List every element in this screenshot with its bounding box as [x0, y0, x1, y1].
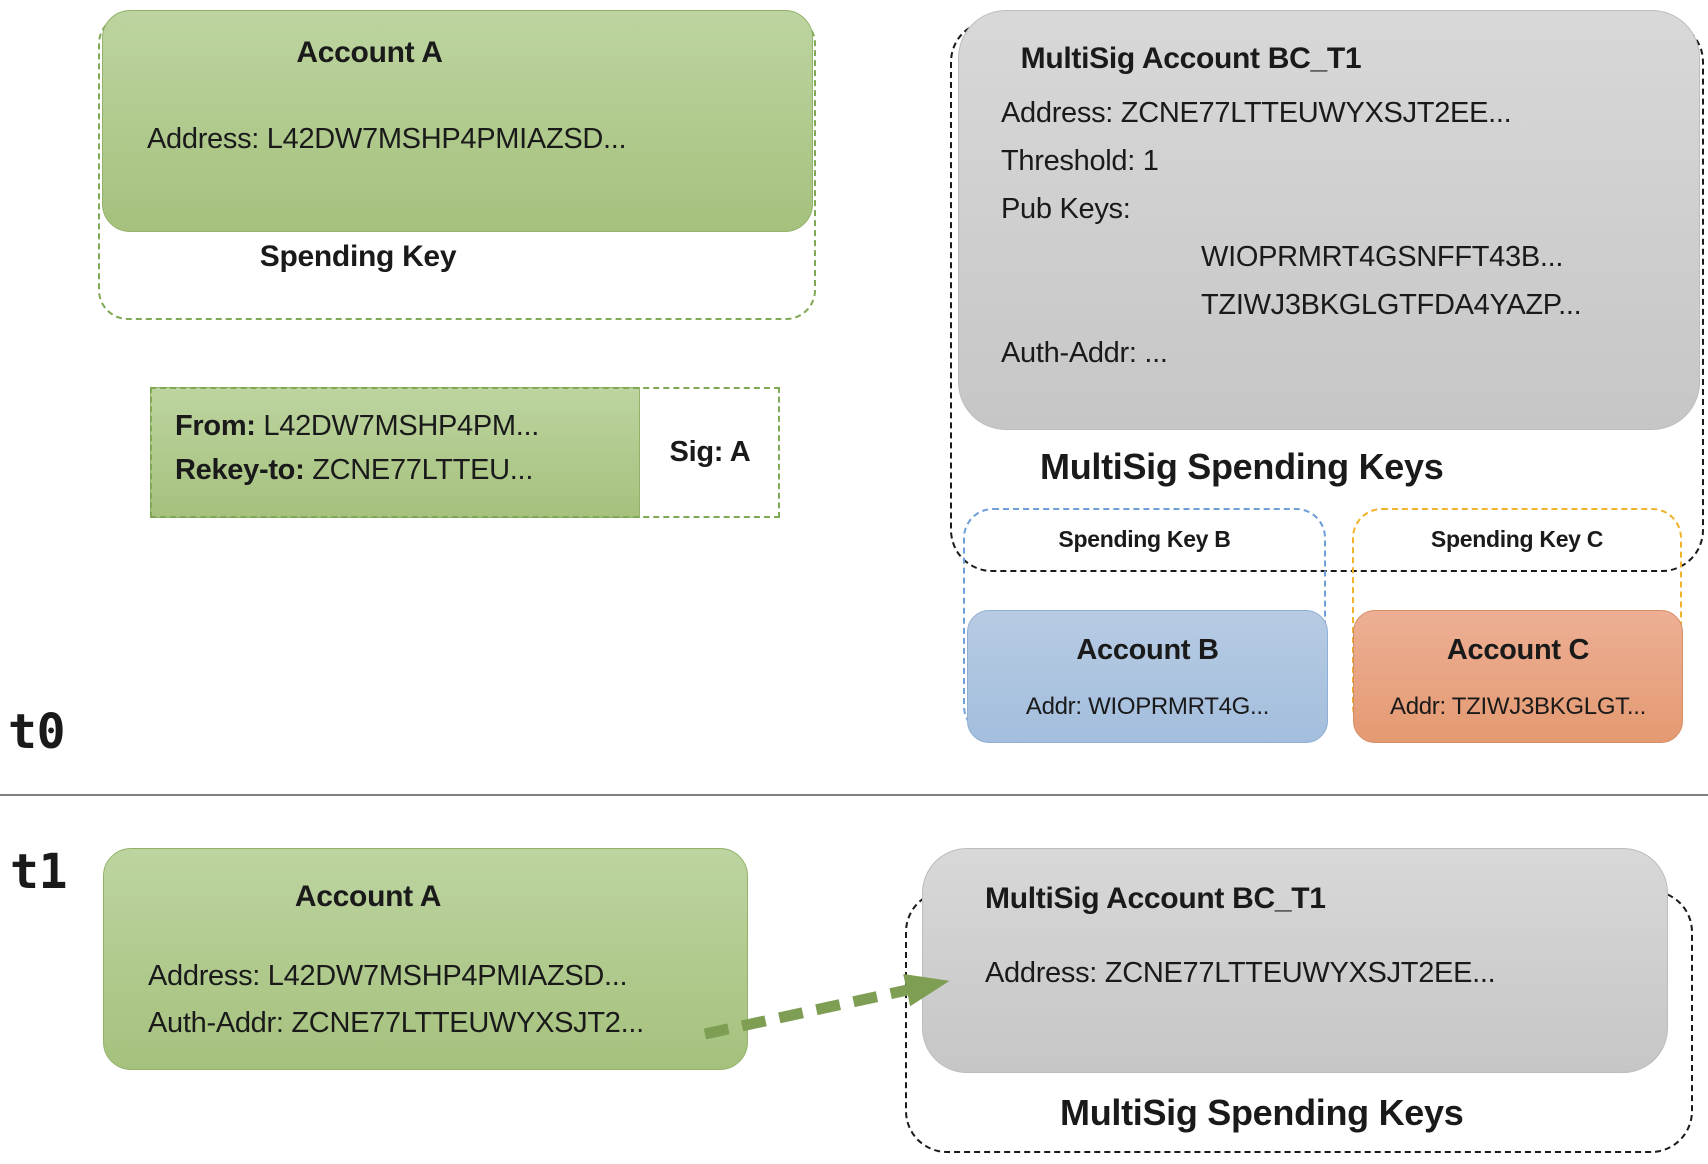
t1-multisig-title: MultiSig Account BC_T1: [985, 882, 1326, 915]
t1-account-a-title: Account A: [294, 880, 442, 913]
t0-time-label: t0: [8, 704, 66, 760]
rekey-arrow-line: [703, 974, 950, 1040]
t0-spending-key-c-label: Spending Key C: [1430, 526, 1604, 552]
t0-rekey-signature: Sig: A: [669, 436, 751, 468]
t0-rekey-from-line: From: L42DW7MSHP4PM...: [175, 404, 539, 448]
t0-multisig-threshold: Threshold: 1: [1001, 145, 1159, 177]
t0-account-b-title: Account B: [1076, 634, 1219, 666]
t0-rekey-transaction-dashed-outline: [150, 387, 780, 518]
t0-rekey-to-label: Rekey-to:: [175, 454, 305, 486]
t0-multisig-pub-key-1: WIOPRMRT4GSNFFT43B...: [1201, 241, 1564, 273]
t0-spending-key-b-label: Spending Key B: [1058, 526, 1231, 552]
t0-rekey-from-label: From:: [175, 410, 256, 442]
t0-multisig-account-box: MultiSig Account BC_T1 Address: ZCNE77LT…: [958, 10, 1700, 430]
t0-account-c-title: Account C: [1446, 634, 1590, 666]
t0-account-c-addr: Addr: TZIWJ3BKGLGT...: [1390, 693, 1646, 720]
t0-multisig-auth-addr: Auth-Addr: ...: [1001, 337, 1168, 369]
t0-account-b-addr: Addr: WIOPRMRT4G...: [1025, 693, 1270, 720]
t1-account-a-auth-addr: Auth-Addr: ZCNE77LTTEUWYXSJT2...: [148, 1007, 644, 1039]
t1-multisig-account-box: MultiSig Account BC_T1 Address: ZCNE77LT…: [922, 848, 1668, 1073]
t0-account-a-title-area: Account A Address: L42DW7MSHP4PMIAZSD...: [147, 35, 627, 163]
t0-multisig-pub-keys-label: Pub Keys:: [1001, 193, 1131, 225]
t0-multisig-pub-key-2: TZIWJ3BKGLGTFDA4YAZP...: [1201, 289, 1582, 321]
t0-account-c-box: Account C Addr: TZIWJ3BKGLGT...: [1353, 610, 1683, 743]
t1-account-a-address: Address: L42DW7MSHP4PMIAZSD...: [148, 960, 628, 992]
t1-time-label: t1: [10, 844, 68, 900]
t0-spending-key-label: Spending Key: [259, 240, 457, 273]
t0-rekey-to-value: ZCNE77LTTEU...: [304, 454, 534, 486]
t0-multisig-spending-keys-label: MultiSig Spending Keys: [1040, 446, 1444, 487]
timeline-divider: [0, 794, 1708, 796]
t0-account-b-box: Account B Addr: WIOPRMRT4G...: [967, 610, 1328, 743]
t0-rekey-transaction-text: From: L42DW7MSHP4PM... Rekey-to: ZCNE77L…: [175, 404, 539, 492]
t0-account-a-box: Account A Address: L42DW7MSHP4PMIAZSD...: [102, 10, 813, 232]
t1-account-a-box: Account A Address: L42DW7MSHP4PMIAZSD...…: [103, 848, 748, 1070]
t0-rekey-to-line: Rekey-to: ZCNE77LTTEU...: [175, 448, 539, 492]
t0-rekey-transaction-box: From: L42DW7MSHP4PM... Rekey-to: ZCNE77L…: [150, 387, 640, 518]
t0-multisig-title: MultiSig Account BC_T1: [1020, 42, 1362, 75]
t1-account-a-text-area: Account A Address: L42DW7MSHP4PMIAZSD...…: [148, 879, 644, 1047]
t1-multisig-spending-keys-label: MultiSig Spending Keys: [1060, 1092, 1464, 1133]
t0-account-a-address: Address: L42DW7MSHP4PMIAZSD...: [147, 123, 627, 155]
t0-rekey-from-value: L42DW7MSHP4PM...: [255, 410, 540, 442]
t0-account-a-title: Account A: [296, 36, 443, 69]
